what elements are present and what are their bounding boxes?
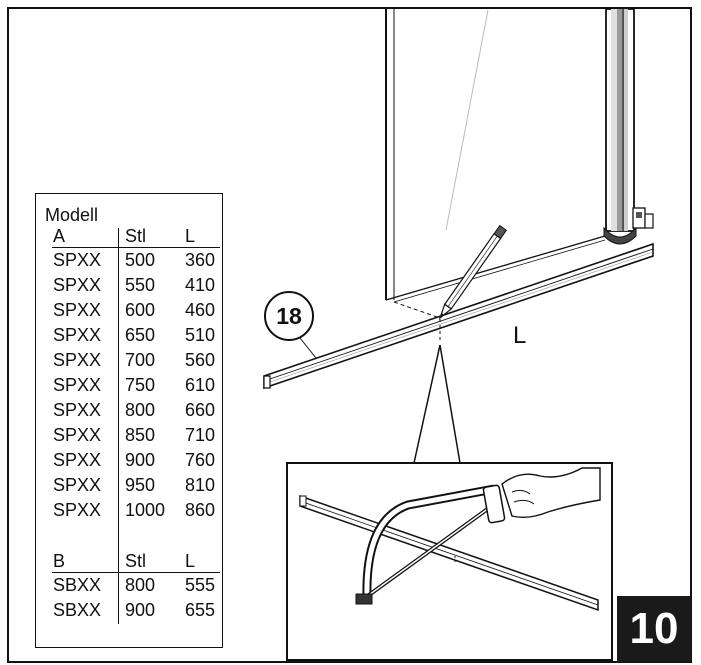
hacksaw-icon xyxy=(355,467,601,605)
cell-length: 460 xyxy=(185,300,216,320)
cell-length: 360 xyxy=(185,250,216,270)
header-a-rule xyxy=(52,247,220,248)
cell-length: 560 xyxy=(185,350,216,370)
callout-leader xyxy=(299,337,317,359)
column-divider xyxy=(118,228,119,624)
cell-model: SPXX xyxy=(53,475,102,495)
pencil-icon xyxy=(438,224,508,320)
zoom-connector xyxy=(413,344,461,464)
cell-stl: 600 xyxy=(125,300,156,320)
cell-length: 410 xyxy=(185,275,216,295)
cell-length: 655 xyxy=(185,600,216,620)
inset-detail xyxy=(286,462,613,661)
header-b-length: L xyxy=(185,551,196,571)
header-a-stl: Stl xyxy=(125,226,147,246)
cell-length: 810 xyxy=(185,475,216,495)
vertical-post xyxy=(603,8,654,245)
cell-model: SPXX xyxy=(53,500,102,520)
cell-model: SPXX xyxy=(53,450,102,470)
cell-stl: 900 xyxy=(125,600,156,620)
cell-stl: 800 xyxy=(125,575,156,595)
cell-length: 555 xyxy=(185,575,216,595)
cell-stl: 850 xyxy=(125,425,156,445)
header-a-model: A xyxy=(53,226,66,246)
cell-model: SPXX xyxy=(53,400,102,420)
step-number-badge: 10 xyxy=(617,596,691,662)
cell-model: SPXX xyxy=(53,350,102,370)
cell-length: 760 xyxy=(185,450,216,470)
cell-model: SPXX xyxy=(53,275,102,295)
cell-model: SBXX xyxy=(53,600,102,620)
header-a-length: L xyxy=(185,226,196,246)
cell-model: SPXX xyxy=(53,300,102,320)
length-label: L xyxy=(513,322,527,349)
model-table: Modell A Stl L SPXX 500 360 SPXX 550 410… xyxy=(35,193,223,648)
profile-bar xyxy=(263,242,654,390)
header-b-rule xyxy=(52,572,220,573)
cell-stl: 1000 xyxy=(125,500,166,520)
cell-model: SPXX xyxy=(53,425,102,445)
cell-stl: 650 xyxy=(125,325,156,345)
cell-stl: 950 xyxy=(125,475,156,495)
table-title: Modell xyxy=(45,205,99,225)
cell-stl: 750 xyxy=(125,375,156,395)
cell-length: 510 xyxy=(185,325,216,345)
cell-stl: 550 xyxy=(125,275,156,295)
cell-length: 710 xyxy=(185,425,216,445)
cell-length: 610 xyxy=(185,375,216,395)
header-b-model: B xyxy=(53,551,66,571)
diagram-frame xyxy=(7,7,692,663)
cell-stl: 800 xyxy=(125,400,156,420)
cell-length: 660 xyxy=(185,400,216,420)
cell-model: SPXX xyxy=(53,250,102,270)
cell-length: 860 xyxy=(185,500,216,520)
cell-model: SPXX xyxy=(53,375,102,395)
cell-stl: 500 xyxy=(125,250,156,270)
cell-model: SBXX xyxy=(53,575,102,595)
marking-dash xyxy=(393,301,441,319)
glass-panel xyxy=(385,9,606,303)
cell-stl: 900 xyxy=(125,450,156,470)
cell-model: SPXX xyxy=(53,325,102,345)
part-callout: 18 xyxy=(264,291,314,341)
cell-stl: 700 xyxy=(125,350,156,370)
header-b-stl: Stl xyxy=(125,551,147,571)
